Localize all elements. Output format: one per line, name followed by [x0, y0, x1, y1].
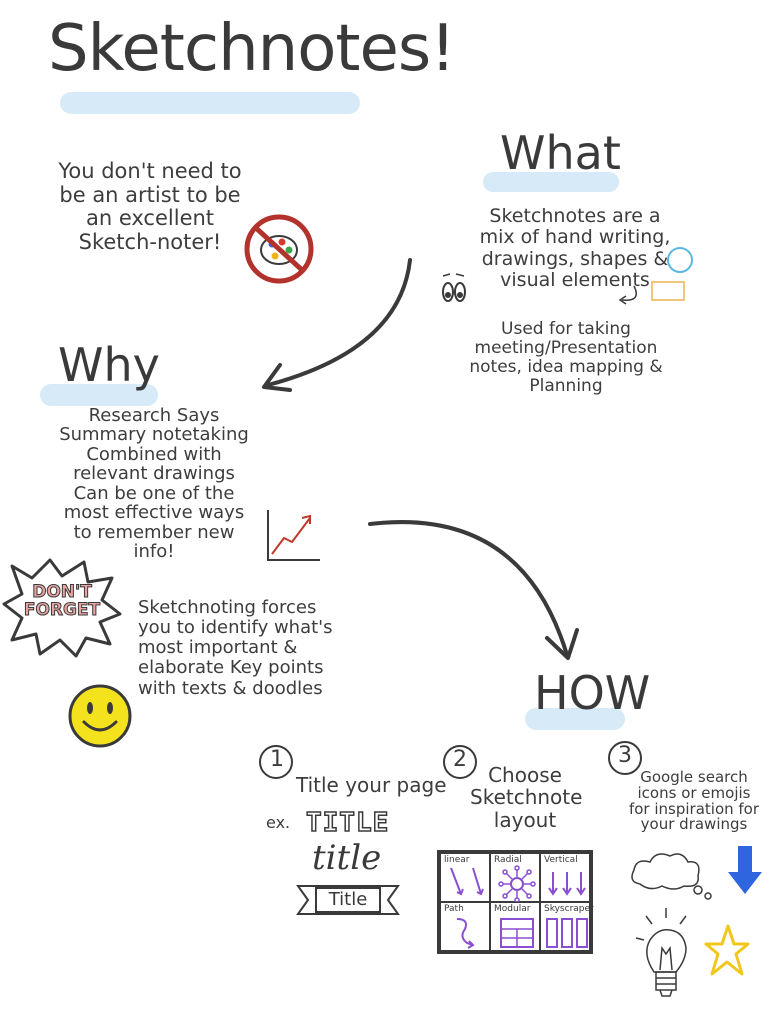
step2-number: 2	[453, 747, 467, 772]
arrow-what-to-why	[262, 258, 412, 392]
how-heading: HOW	[534, 666, 651, 720]
step1-number: 1	[270, 747, 284, 772]
how-highlight	[525, 708, 625, 730]
eyes-icon	[442, 273, 466, 302]
arrow-why-to-how	[368, 520, 579, 660]
sticker-line1: DON'T	[32, 582, 93, 602]
intro-text: You don't need to be an artist to be an …	[58, 159, 242, 254]
why-research-text: Research Says Summary notetaking Combine…	[59, 405, 249, 563]
smiley-icon	[68, 684, 132, 748]
why-highlight	[40, 384, 158, 406]
dont-forget-burst-icon: DON'T FORGET	[2, 556, 122, 660]
layout-cell-radial: Radial	[490, 853, 540, 903]
page-title: Sketchnotes!	[48, 12, 456, 86]
step3-text: Google search icons or emojis for inspir…	[628, 768, 760, 834]
why-forces-text: Sketchnoting forces you to identify what…	[138, 597, 333, 699]
step2-text: Choose Sketchnote layout	[470, 763, 583, 832]
why-heading: Why	[58, 338, 160, 392]
growth-chart-icon	[267, 510, 320, 561]
cloud-icon	[631, 853, 712, 900]
what-description: Sketchnotes are a mix of hand writing, d…	[479, 205, 671, 291]
step3-number-circle	[608, 741, 642, 775]
down-arrow-icon	[728, 846, 762, 894]
layout-options-grid: linear Radial Vertical	[437, 850, 594, 954]
layout-cell-vertical: Vertical	[540, 853, 590, 902]
sticker-line2: FORGET	[23, 599, 101, 620]
title-example-banner: Title	[296, 880, 400, 920]
shapes-doodle	[618, 247, 693, 305]
no-artist-palette-icon	[244, 214, 314, 284]
step3-number: 3	[618, 743, 632, 768]
layout-cell-path: Path	[440, 902, 490, 951]
step2-number-circle	[443, 745, 477, 779]
title-highlight	[60, 92, 360, 114]
title-example-outlined: TITLE	[305, 807, 390, 839]
what-highlight	[483, 172, 619, 192]
lightbulb-icon	[635, 908, 687, 997]
layout-cell-modular: Modular	[490, 902, 540, 951]
title-example-script: title	[312, 838, 382, 878]
layout-cell-linear: linear	[440, 853, 490, 902]
what-heading: What	[500, 126, 621, 180]
step1-example-prefix: ex.	[266, 813, 291, 832]
step1-number-circle	[259, 745, 293, 779]
star-icon	[704, 924, 750, 976]
what-uses: Used for taking meeting/Presentation not…	[469, 319, 663, 397]
layout-cell-skyscraper: Skyscraper	[540, 902, 594, 951]
step1-text: Title your page	[296, 773, 447, 797]
